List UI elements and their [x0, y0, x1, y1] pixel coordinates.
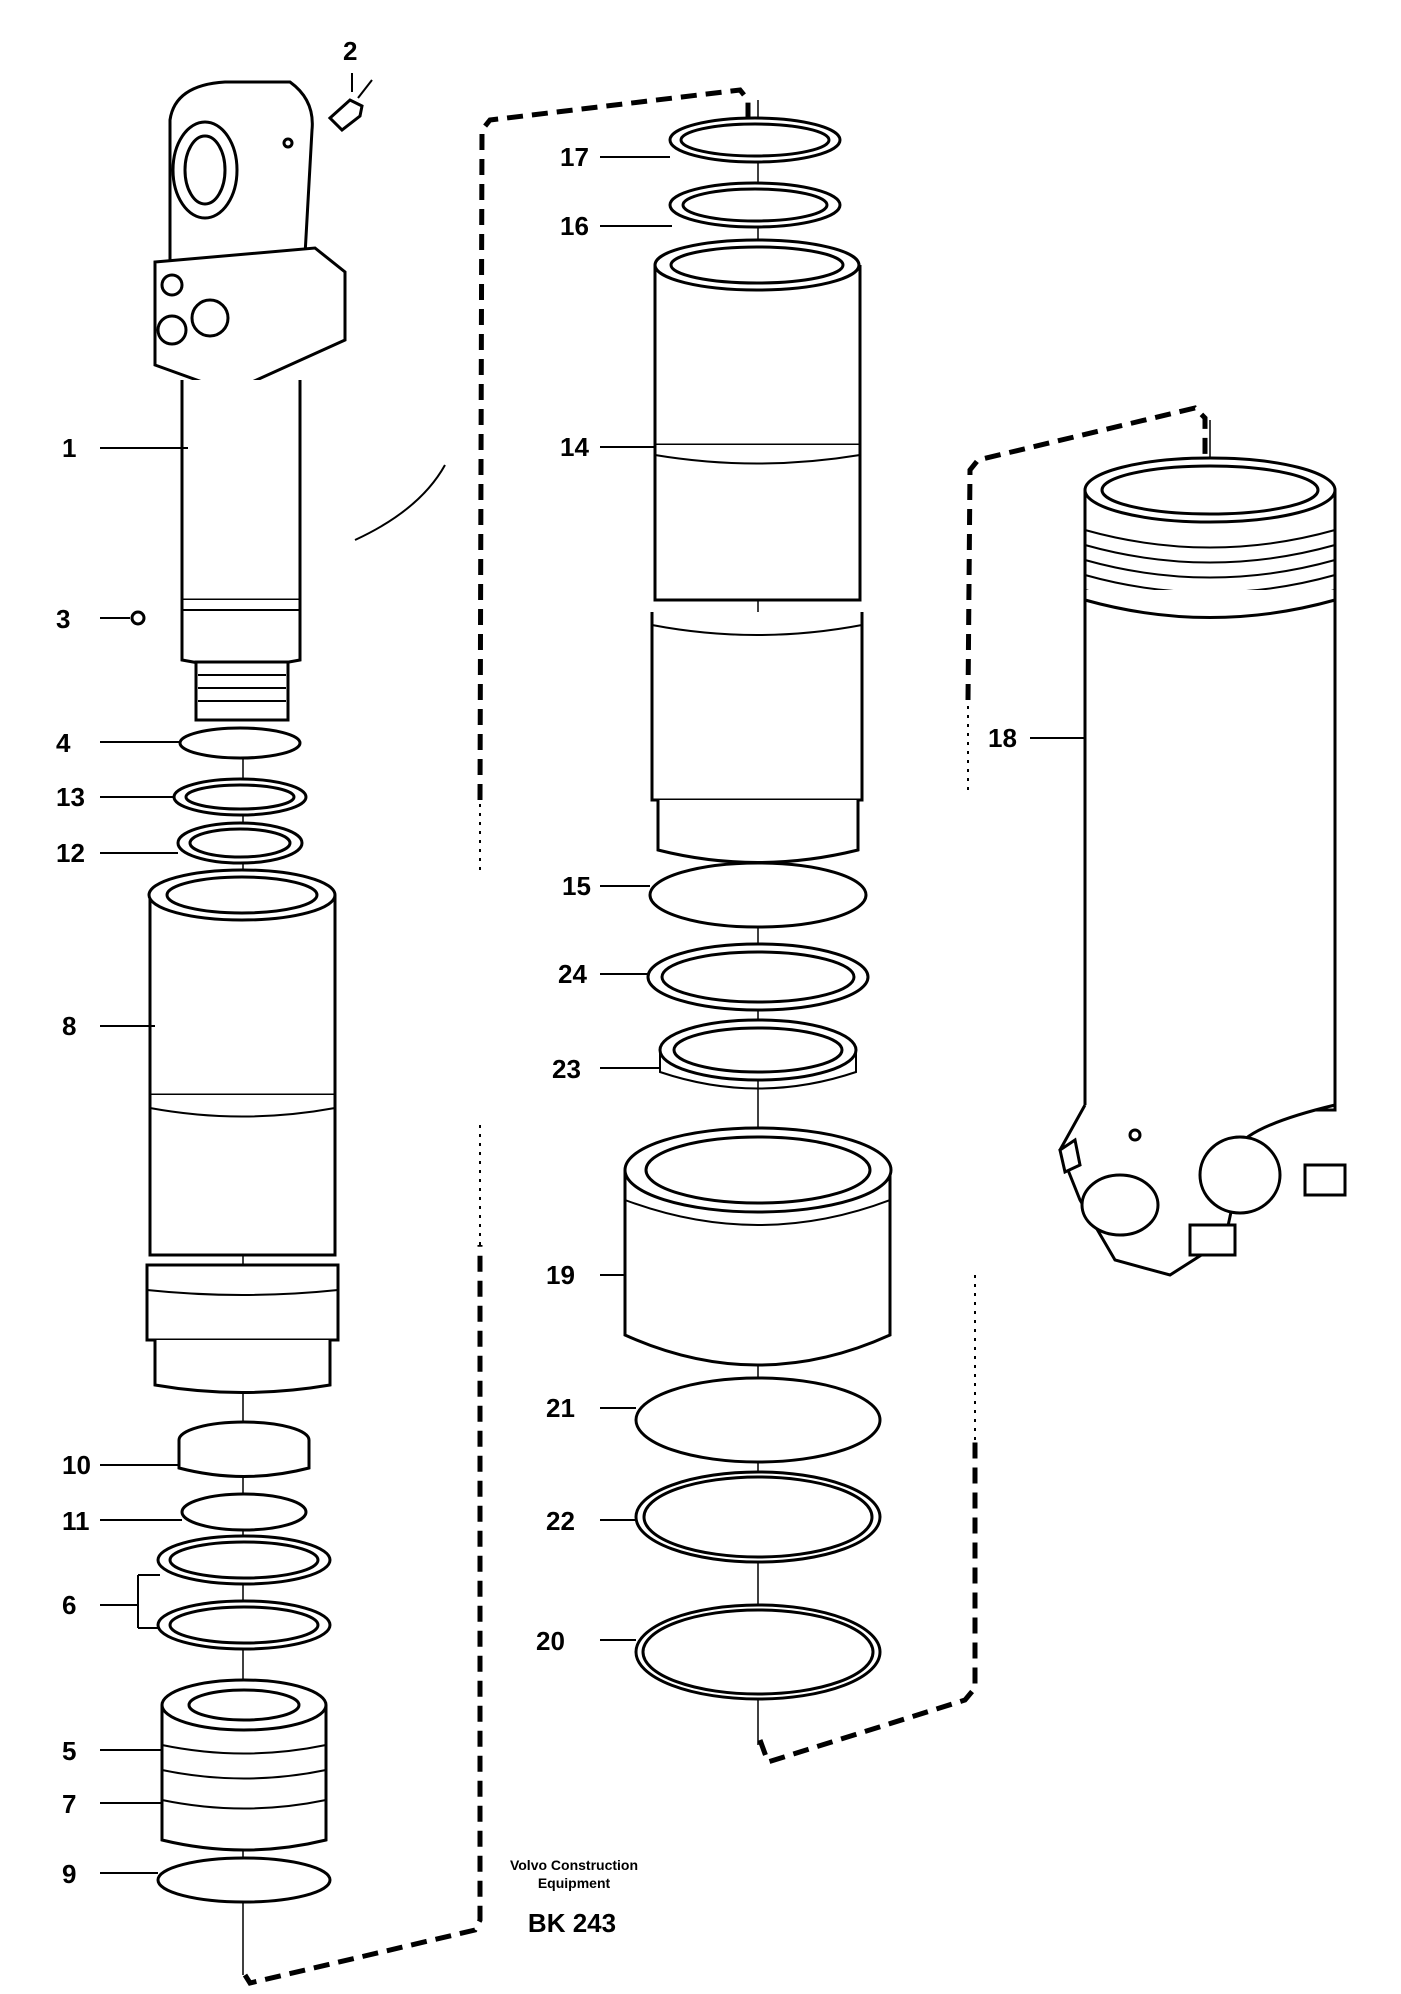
seal-part-12 — [176, 821, 304, 865]
drawing-code: BK 243 — [528, 1908, 616, 1938]
piston-part-5 — [160, 1678, 328, 1852]
callout-12: 12 — [56, 838, 85, 868]
sleeve-part-19 — [623, 1126, 893, 1367]
callout-8: 8 — [62, 1011, 76, 1041]
callout-18: 18 — [988, 723, 1017, 753]
ring-part-16 — [668, 181, 842, 229]
cylinder-barrel-part-18 — [1058, 456, 1347, 1277]
leader-lines — [100, 73, 1085, 1874]
credit-line-1: Volvo Construction — [510, 1857, 638, 1873]
callout-16: 16 — [560, 211, 589, 241]
hint-arc — [354, 464, 446, 541]
ring-part-20 — [634, 1603, 882, 1701]
ring-part-22 — [634, 1470, 882, 1564]
callout-11: 11 — [62, 1506, 90, 1536]
callout-6: 6 — [62, 1590, 76, 1620]
callout-2: 2 — [343, 36, 357, 66]
ball-part-3 — [130, 610, 146, 626]
ring-part-15 — [648, 861, 868, 929]
ring-part-9 — [156, 1856, 332, 1904]
connector-dashed-top — [477, 87, 751, 801]
credit-line-2: Equipment — [538, 1875, 611, 1891]
connector-dashed-right — [757, 1440, 978, 1766]
callout-19: 19 — [546, 1260, 575, 1290]
connector-dashed-far-right — [965, 405, 1208, 701]
callout-13: 13 — [56, 782, 85, 812]
callout-14: 14 — [560, 432, 589, 462]
seal-part-24 — [646, 942, 870, 1012]
callout-7: 7 — [62, 1789, 76, 1819]
callout-15: 15 — [562, 871, 591, 901]
callout-23: 23 — [552, 1054, 581, 1084]
callout-9: 9 — [62, 1859, 76, 1889]
bushing-part-23 — [658, 1018, 858, 1090]
callout-1: 1 — [62, 433, 76, 463]
ring-part-4 — [178, 726, 302, 760]
seal-part-13 — [172, 777, 308, 817]
fitting-part-2 — [327, 79, 373, 132]
ring-part-21 — [634, 1376, 882, 1464]
cylinder-tube-part-8 — [145, 868, 340, 1394]
seal-pair-part-6 — [156, 1534, 332, 1651]
callout-3: 3 — [56, 604, 70, 634]
callout-17: 17 — [560, 142, 589, 172]
rod-eye-head — [153, 80, 347, 394]
callout-20: 20 — [536, 1626, 565, 1656]
piston-rod-part-1 — [180, 380, 302, 722]
tube-part-14 — [650, 238, 864, 864]
ring-part-11 — [180, 1492, 308, 1532]
callout-21: 21 — [546, 1393, 575, 1423]
callout-24: 24 — [558, 959, 587, 989]
ring-part-17 — [668, 116, 842, 164]
callout-4: 4 — [56, 728, 71, 758]
callout-22: 22 — [546, 1506, 575, 1536]
callout-5: 5 — [62, 1736, 76, 1766]
connector-dashed-left — [242, 1245, 483, 1986]
ring-part-10 — [177, 1420, 311, 1478]
callout-10: 10 — [62, 1450, 91, 1480]
